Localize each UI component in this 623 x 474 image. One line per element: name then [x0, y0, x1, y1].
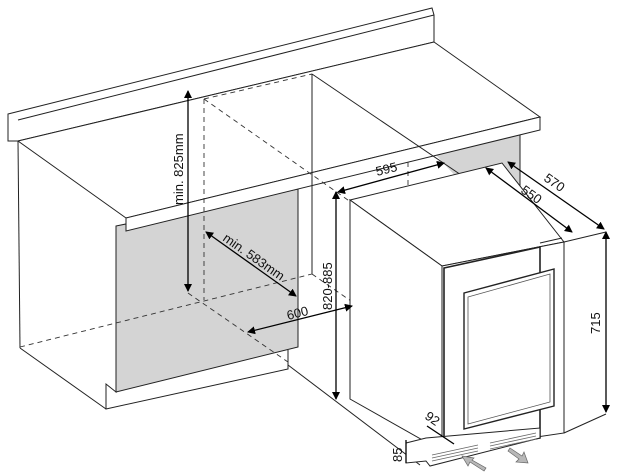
label-plinth-depth: 92 — [422, 408, 442, 429]
airflow-out-arrow — [507, 447, 529, 464]
label-plinth-height: 85 — [390, 448, 405, 462]
label-height-range: 820-885 — [320, 262, 335, 310]
cooler-door-glass — [463, 268, 555, 430]
countertop-front — [125, 116, 541, 232]
label-min-height: min. 825mm — [171, 133, 186, 205]
airflow-in-arrow — [461, 455, 487, 472]
wine-cooler — [348, 162, 565, 467]
left-cabinet — [17, 140, 421, 466]
dim-92-line — [426, 425, 455, 445]
dim-570-line — [507, 161, 605, 230]
vent-grille — [431, 432, 537, 462]
dim-min-depth-line — [205, 231, 297, 297]
dim-595-line — [337, 160, 445, 195]
label-height-715: 715 — [588, 312, 603, 334]
label-appliance-width: 595 — [374, 159, 399, 179]
label-niche-width: 600 — [285, 303, 310, 323]
label-depth-570: 570 — [541, 170, 567, 195]
